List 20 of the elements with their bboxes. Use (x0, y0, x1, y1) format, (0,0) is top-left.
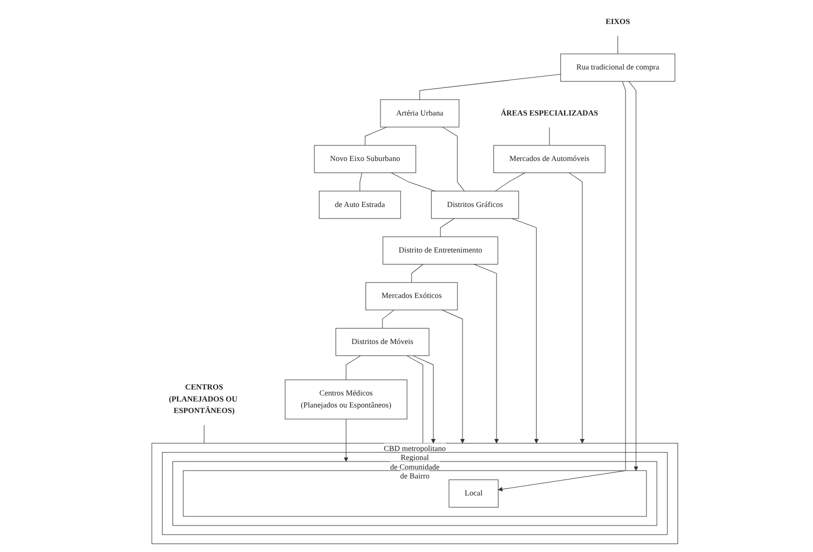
arrow (441, 310, 464, 444)
connector (548, 126, 550, 146)
connector (440, 218, 454, 238)
connector (382, 310, 394, 329)
arrow (511, 218, 538, 444)
connector (359, 172, 362, 192)
connector (410, 264, 423, 283)
connector (617, 35, 618, 54)
connector (494, 172, 525, 192)
connector (442, 126, 464, 192)
arrow (628, 81, 638, 471)
connector (203, 424, 204, 444)
arrow (568, 172, 584, 444)
arrow (343, 418, 348, 462)
connector (419, 74, 560, 100)
arrow (498, 81, 626, 492)
connector (390, 172, 435, 192)
connector (364, 126, 387, 146)
arrow (473, 264, 498, 444)
arrow (412, 355, 436, 444)
